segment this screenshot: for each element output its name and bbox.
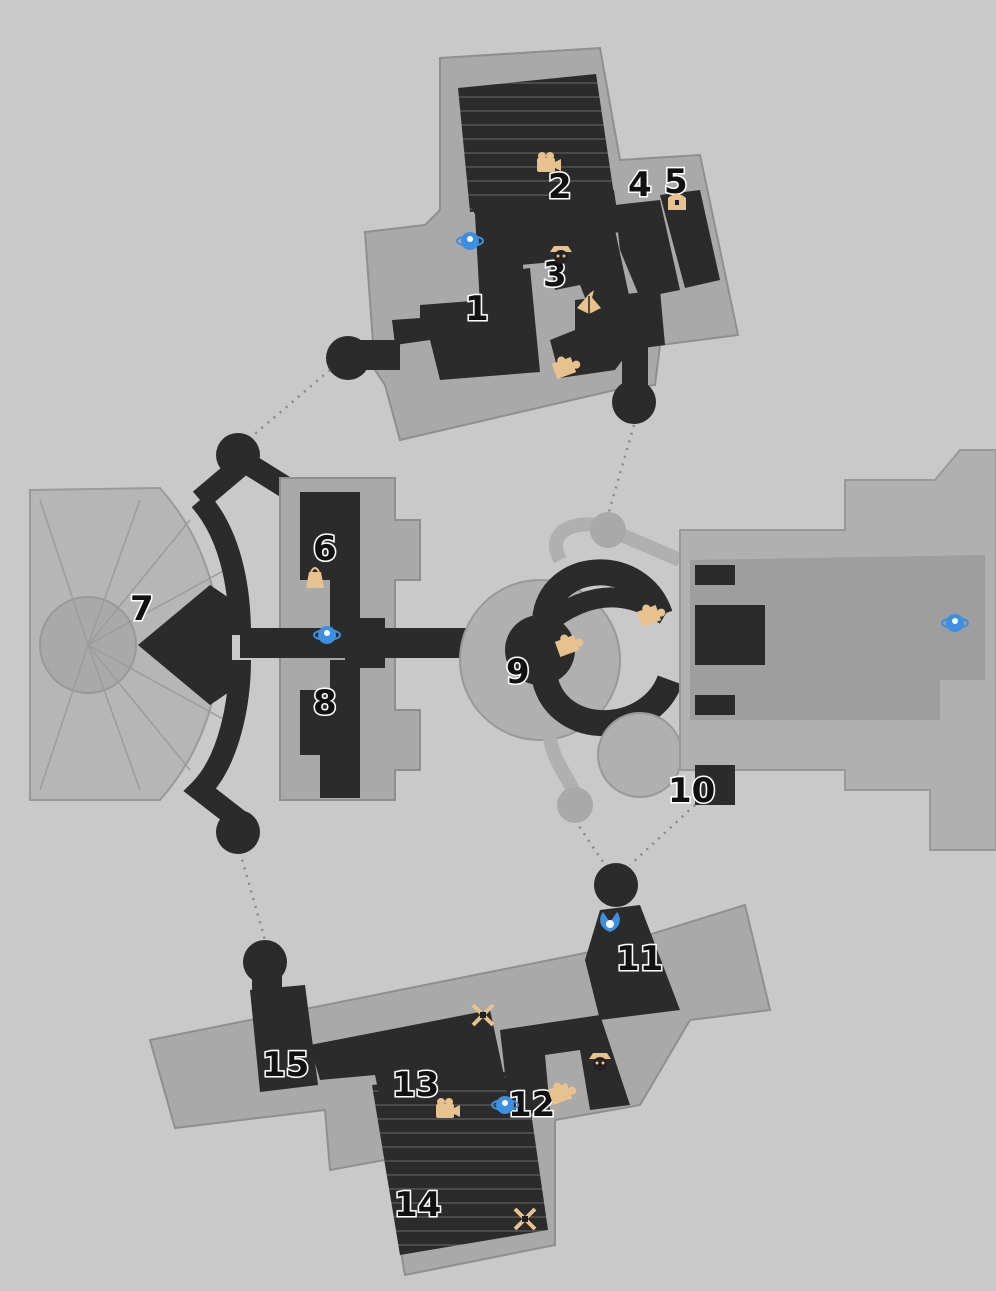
area-7: 7	[129, 589, 156, 629]
east-hall-floor	[690, 555, 985, 720]
space-anchor-icon[interactable]	[490, 1090, 520, 1120]
north-hall-floor	[458, 74, 614, 212]
south-wing	[148, 863, 772, 1277]
area-13: 13	[390, 1065, 440, 1105]
area-14: 14	[392, 1185, 442, 1225]
space-anchor-icon[interactable]	[312, 620, 342, 650]
area-2-floor	[470, 190, 620, 265]
area-11: 11	[614, 939, 664, 979]
space-anchor-icon[interactable]	[940, 608, 970, 638]
central-plaza	[459, 512, 683, 823]
area-2: 2	[547, 167, 574, 207]
area-8: 8	[312, 683, 339, 723]
crossed-swords-icon[interactable]	[468, 1000, 498, 1030]
area-1: 1	[464, 289, 491, 329]
north-west-exit	[326, 336, 370, 380]
camera-icon[interactable]	[533, 148, 563, 178]
south-east-exit	[594, 863, 638, 907]
area-9-floor	[505, 615, 575, 685]
area-4: 4	[627, 165, 654, 205]
lower-right-rooms	[550, 290, 665, 378]
west-south-exit	[216, 810, 260, 854]
area-9: 9	[505, 652, 532, 692]
origami-bird-icon[interactable]	[574, 288, 604, 318]
area-5-floor	[660, 190, 720, 288]
connectors	[238, 369, 696, 941]
area-14-floor	[372, 1070, 548, 1255]
area-12: 12	[506, 1085, 556, 1125]
area-6: 6	[312, 529, 339, 569]
space-anchor-icon[interactable]	[455, 226, 485, 256]
east-wing	[679, 449, 996, 851]
area-8-floor	[300, 660, 360, 798]
area-10: 10	[666, 771, 716, 811]
area-15: 15	[260, 1045, 310, 1085]
area-15-floor	[250, 985, 318, 1092]
puzzle-piece-icon[interactable]	[545, 1076, 577, 1106]
treasure-chest-icon[interactable]	[662, 186, 692, 216]
warp-trotter-icon[interactable]	[585, 1045, 615, 1075]
west-wing	[29, 433, 421, 854]
area-1-floor	[392, 268, 540, 380]
area-12-floor	[500, 1015, 630, 1118]
puzzle-piece-icon[interactable]	[552, 628, 584, 658]
area-11-floor	[585, 905, 680, 1020]
north-wing	[326, 46, 740, 442]
area-4-floor	[615, 200, 680, 298]
north-south-exit	[612, 380, 656, 424]
area-1-corridor	[475, 212, 525, 305]
calyx-icon[interactable]	[595, 906, 625, 936]
puzzle-piece-icon[interactable]	[549, 350, 581, 380]
area-6-floor	[300, 492, 360, 630]
warp-trotter-icon[interactable]	[546, 238, 576, 268]
shop-bag-icon[interactable]	[300, 562, 330, 592]
crossed-swords-icon[interactable]	[510, 1204, 540, 1234]
camera-icon[interactable]	[432, 1094, 462, 1124]
area-10-floor	[695, 765, 735, 805]
puzzle-piece-icon[interactable]	[634, 598, 666, 628]
west-north-exit	[216, 433, 260, 477]
area-13-floor	[310, 1010, 505, 1098]
